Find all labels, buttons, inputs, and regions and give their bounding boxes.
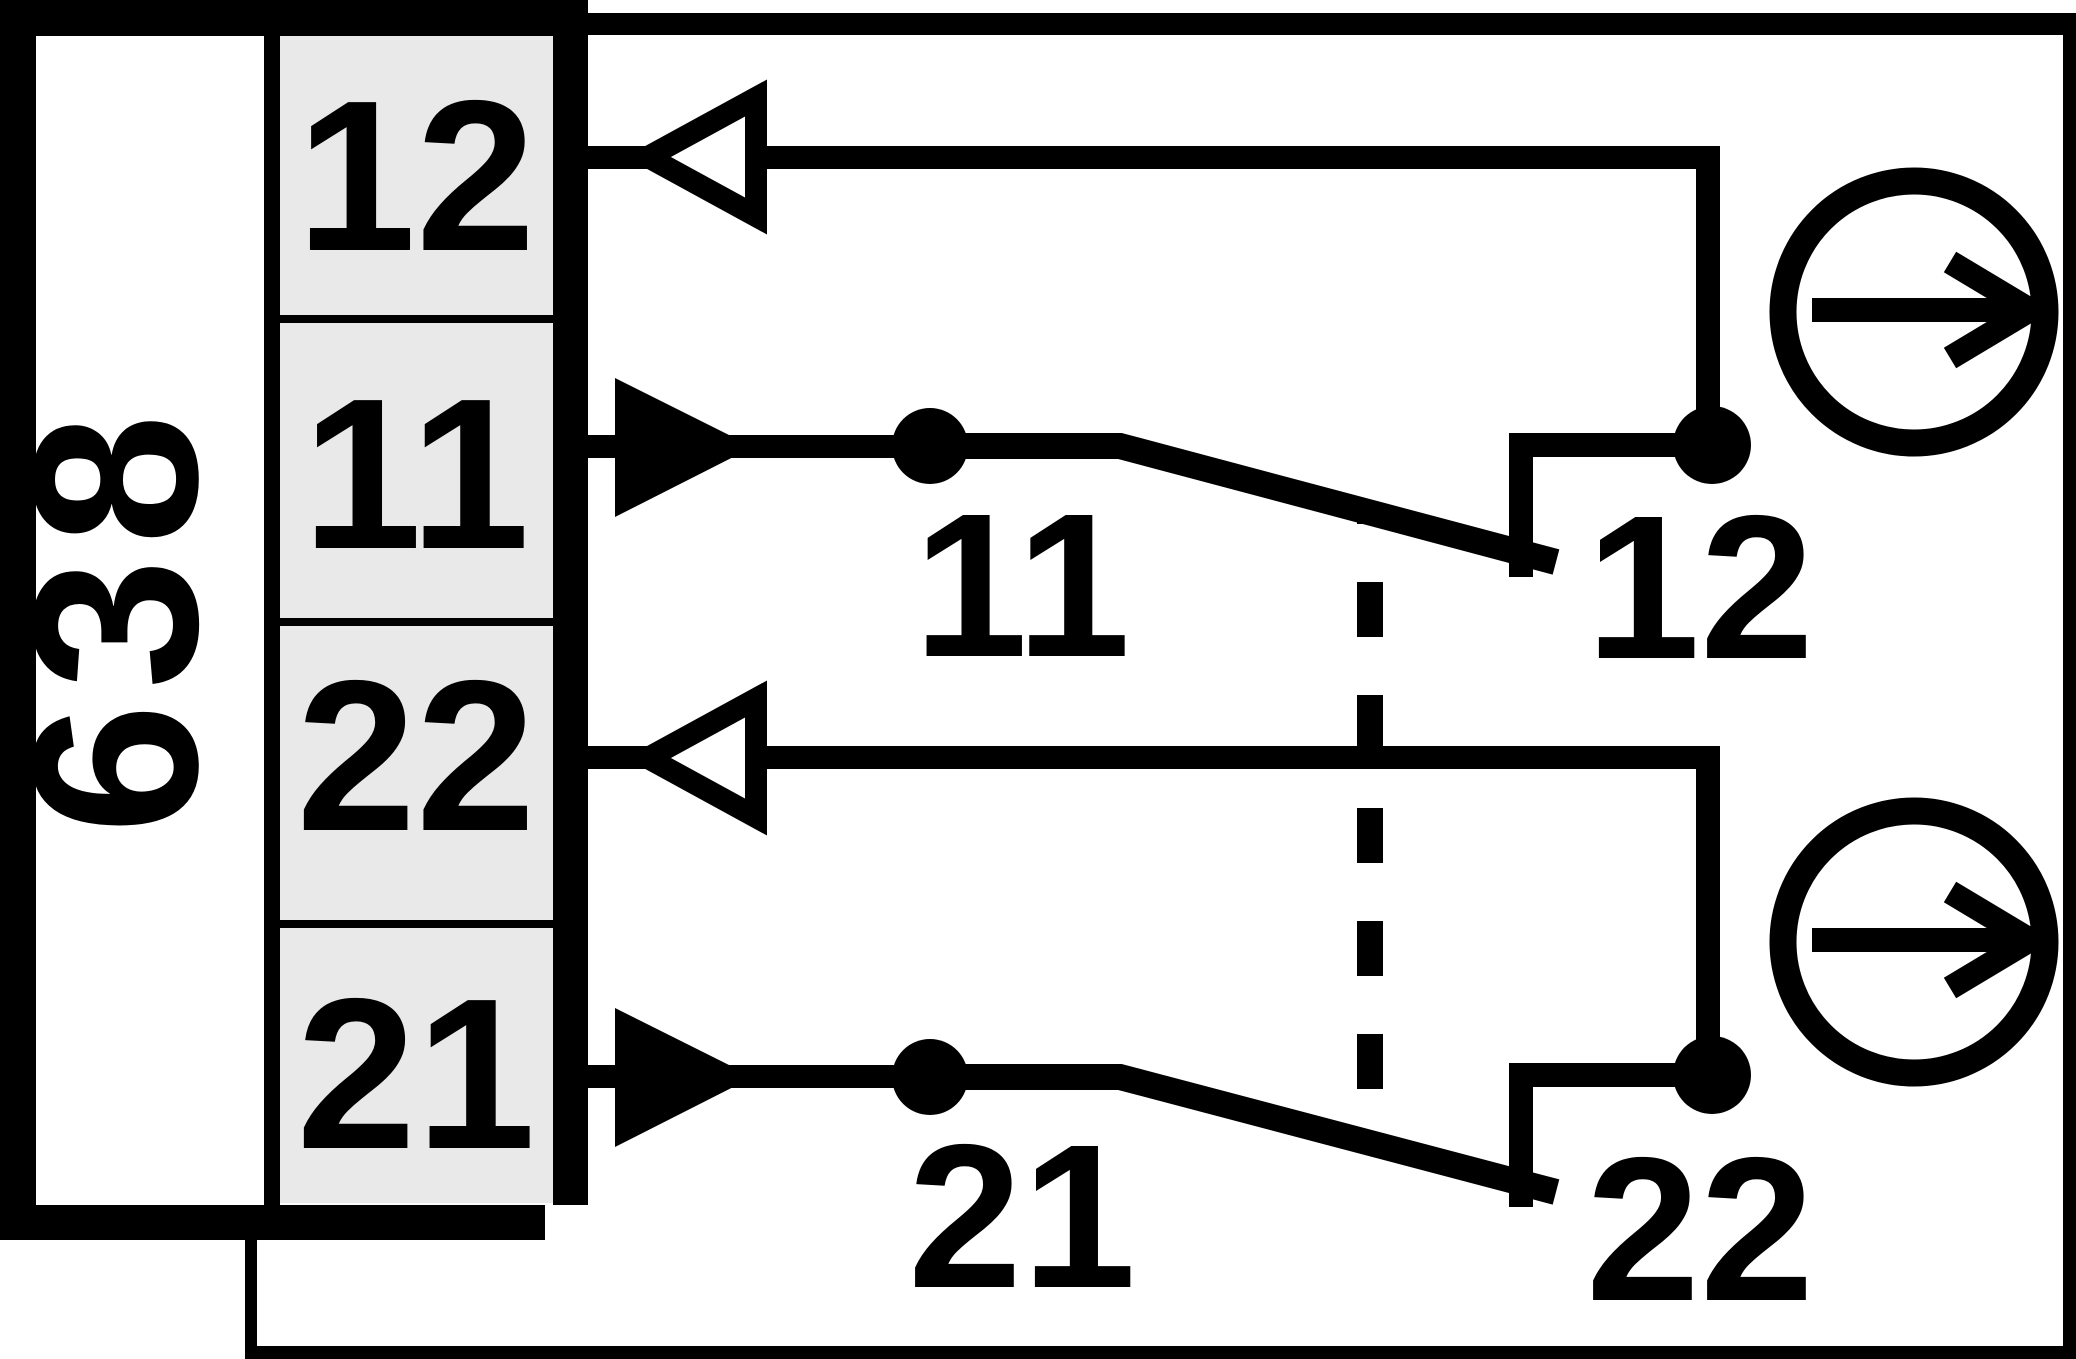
input-arrow-icon-11 xyxy=(615,378,753,517)
module-strip-divider xyxy=(264,0,280,1240)
contact-11-12: 11 12 xyxy=(588,79,1814,702)
actuator-symbol-bottom xyxy=(1769,797,2059,1087)
fixed-contact-12-top xyxy=(1520,433,1712,457)
terminal-cell-12 xyxy=(280,36,553,315)
terminal-label-12: 12 xyxy=(296,55,535,296)
terminal-label-11: 11 xyxy=(302,353,529,594)
terminal-label-22: 22 xyxy=(296,635,535,876)
terminal-cell-22 xyxy=(280,626,553,920)
cell-separator xyxy=(280,920,588,928)
actuator-symbol-top xyxy=(1769,167,2059,457)
output-arrow-icon-12 xyxy=(625,79,767,235)
wire-12-horizontal xyxy=(767,146,1720,169)
contact-label-11: 11 xyxy=(914,471,1131,700)
contact-blade-21-22 xyxy=(930,1064,1560,1205)
wire-22-vertical xyxy=(1696,746,1720,1075)
terminal-cell-21 xyxy=(280,928,553,1203)
terminal-cell-11 xyxy=(280,323,553,618)
wire-12-stub xyxy=(588,146,648,169)
fixed-contact-22-top xyxy=(1520,1063,1712,1087)
wire-12-vertical xyxy=(1696,146,1720,445)
contact-21-22: 21 22 xyxy=(588,680,1814,1344)
terminal-strip: 12 11 22 21 xyxy=(280,36,588,1203)
terminal-strip-right-bar xyxy=(553,13,588,1205)
contact-label-12: 12 xyxy=(1586,473,1814,702)
contact-blade-11-12 xyxy=(930,433,1560,575)
cell-separator xyxy=(280,618,588,626)
wire-22-stub xyxy=(588,746,648,769)
actuator-arrow-head-icon xyxy=(1943,251,2054,369)
actuator-arrow-head-icon xyxy=(1943,881,2054,999)
module-box: 638 xyxy=(0,0,588,1240)
contact-label-21: 21 xyxy=(908,1102,1136,1331)
diagram-frame xyxy=(245,13,2076,1359)
output-arrow-icon-22 xyxy=(625,680,767,836)
frame-right-border xyxy=(2063,13,2076,1359)
module-label: 638 xyxy=(0,400,247,834)
module-top-border xyxy=(0,0,588,36)
wire-22-horizontal xyxy=(767,746,1720,769)
frame-top-border xyxy=(553,13,2076,35)
frame-bottom-border xyxy=(245,1346,2076,1359)
contact-label-22: 22 xyxy=(1586,1115,1814,1344)
input-arrow-icon-21 xyxy=(615,1008,753,1147)
cell-separator xyxy=(280,315,588,323)
frame-lower-left-border xyxy=(245,1240,257,1359)
terminal-label-21: 21 xyxy=(296,953,535,1194)
module-left-border xyxy=(0,0,36,1240)
